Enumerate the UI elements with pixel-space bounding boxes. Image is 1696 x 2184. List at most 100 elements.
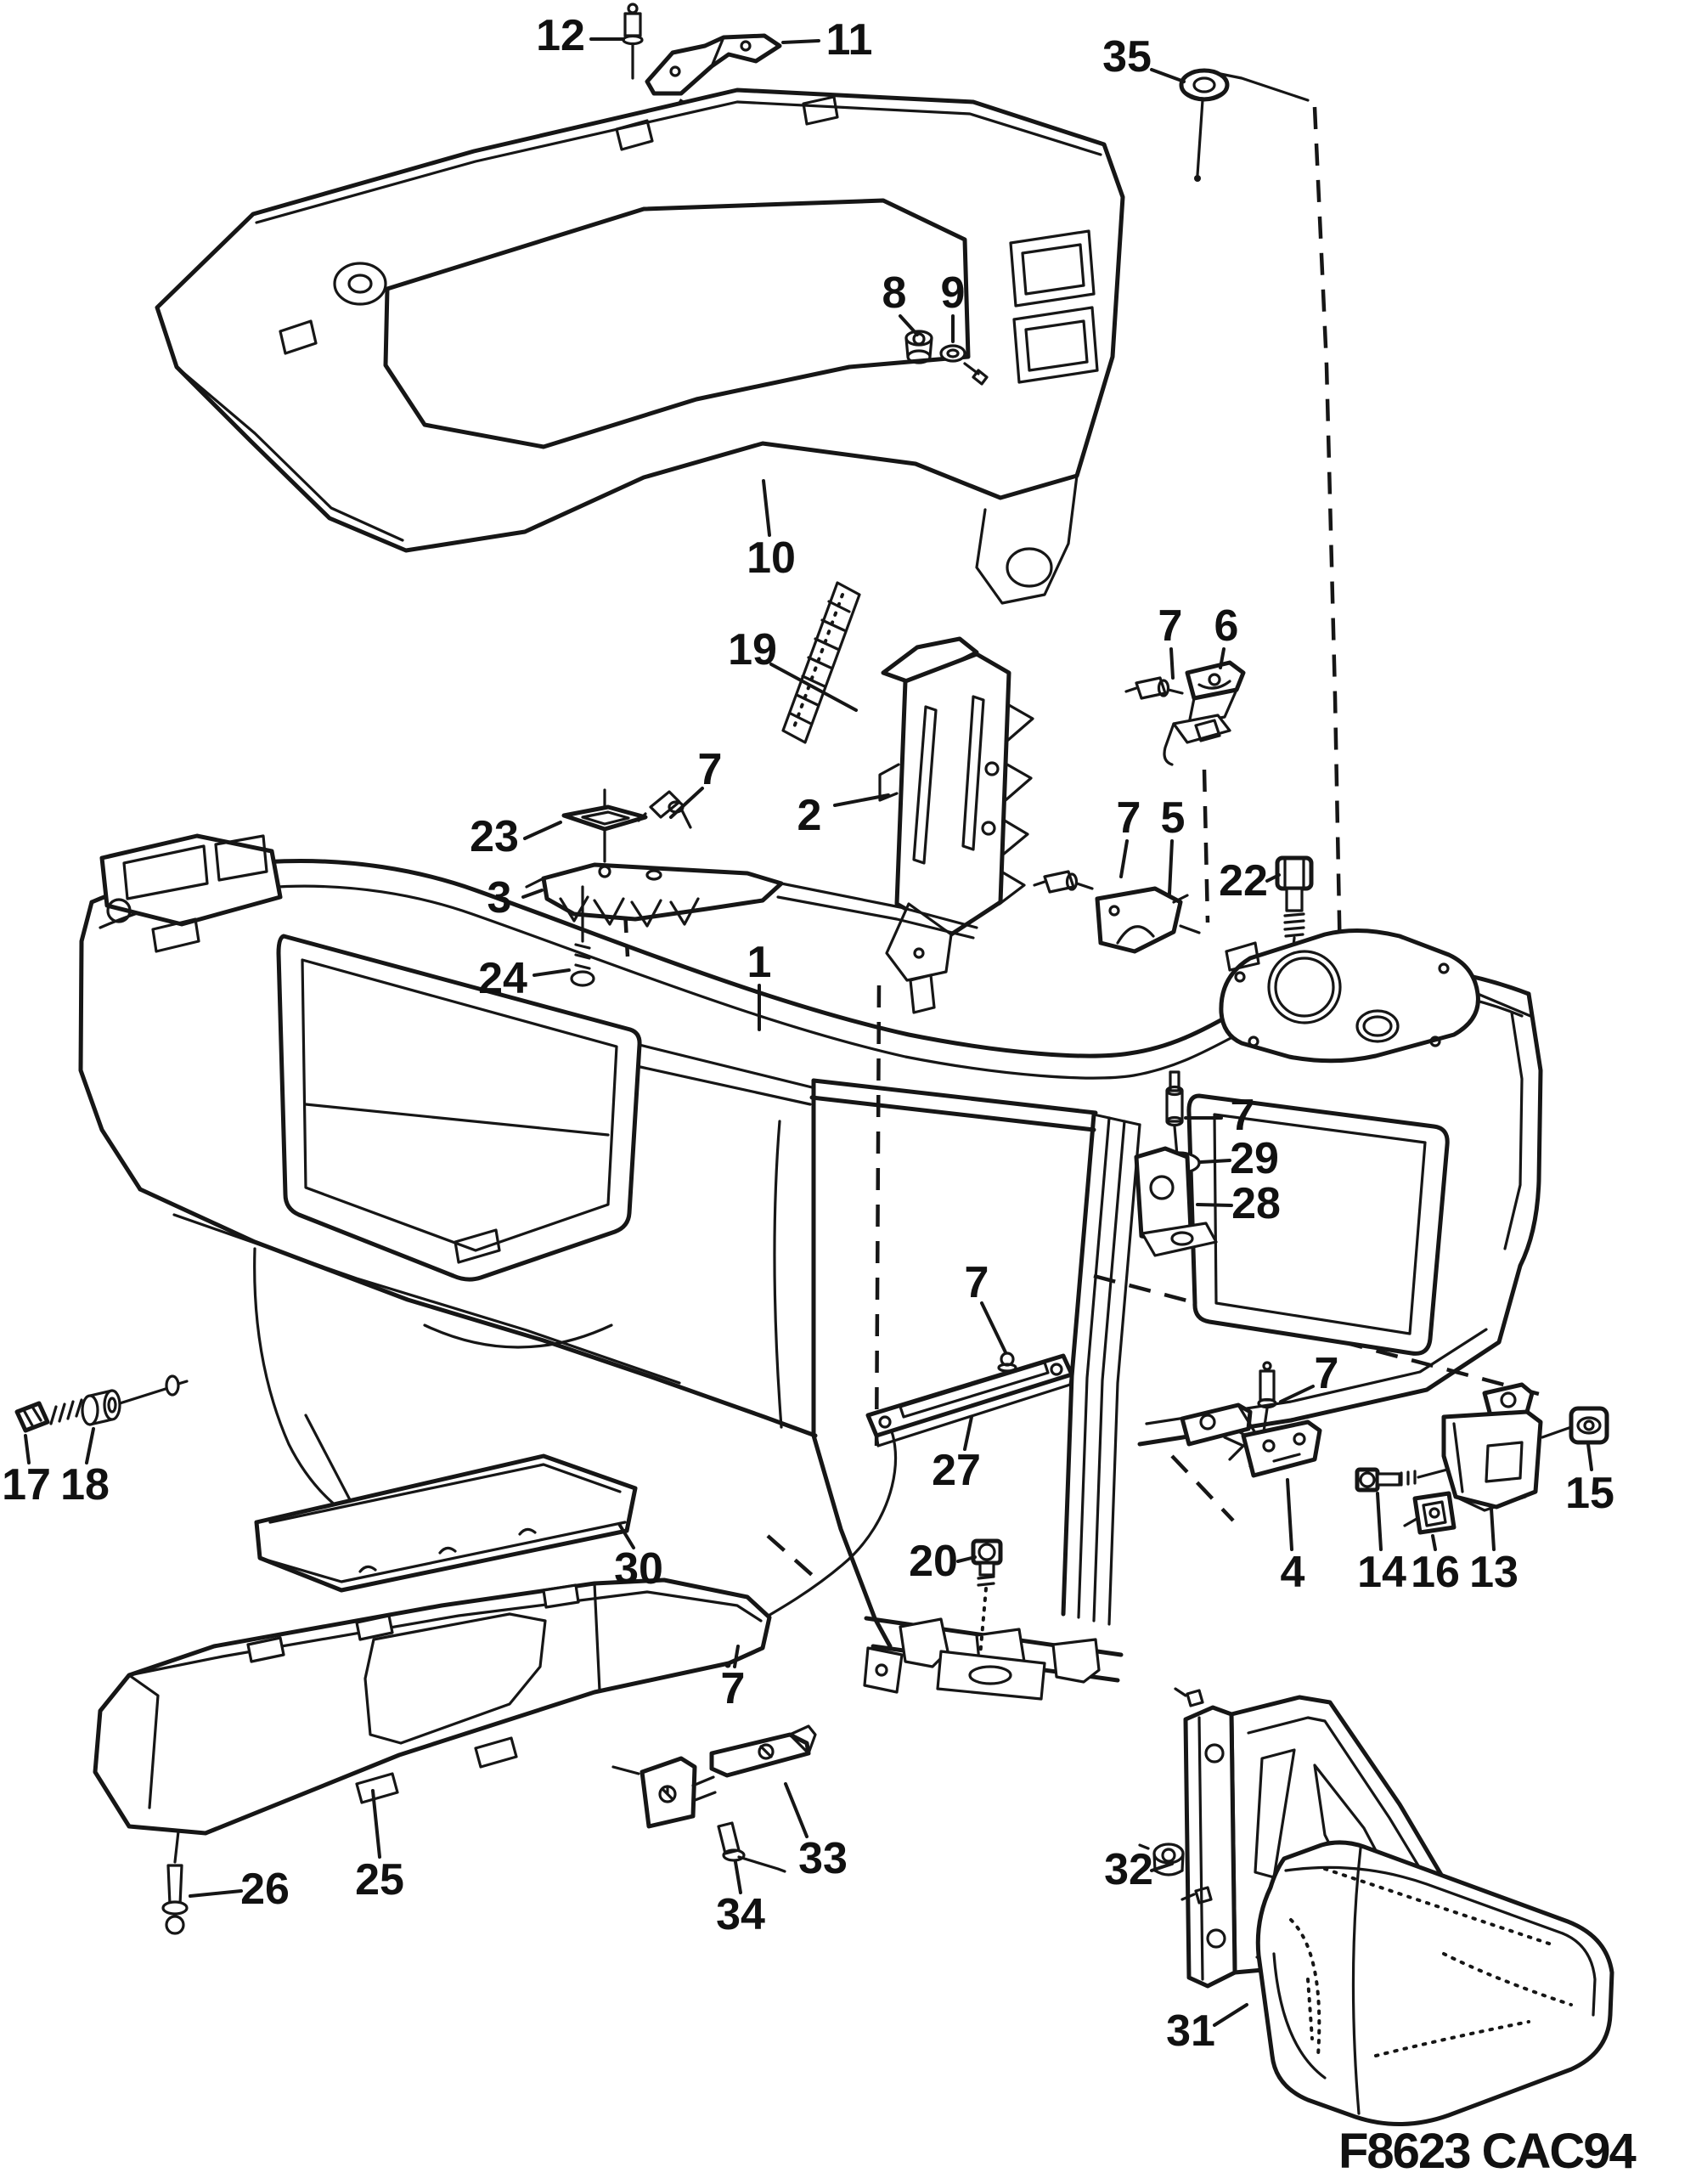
callout-leader-22-12 [1265,873,1281,883]
callout-leader-7-27 [733,1645,740,1668]
callout-leader-19-6 [769,663,858,712]
callout-leader-23-13 [523,821,562,840]
part-28-bracket [1134,1146,1218,1257]
callout-3-14: 3 [487,873,512,923]
callout-29-22: 29 [1230,1134,1279,1183]
callout-34-31: 34 [716,1890,765,1939]
callout-leader-7-16 [669,787,704,819]
callout-7-27: 7 [721,1664,746,1713]
callout-33-30: 33 [798,1834,848,1883]
callout-9-4: 9 [941,268,966,318]
callout-18-25: 18 [60,1460,110,1510]
callout-26-29: 26 [240,1865,290,1914]
callout-15-37: 15 [1565,1469,1614,1518]
callout-32-38: 32 [1104,1845,1153,1894]
part-19-sealing-strip [781,581,861,744]
callout-leader-3-14 [521,889,544,899]
callout-leader-13-36 [1490,1507,1496,1551]
part-5-bracket [1095,886,1201,954]
callout-17-24: 17 [2,1460,51,1510]
callout-leader-4-32 [1286,1478,1293,1551]
callout-leader-32-38 [1150,1862,1174,1872]
callout-22-12: 22 [1219,856,1268,906]
callout-leader-5-11 [1168,839,1174,895]
part-15-nut [1569,1406,1609,1445]
callout-leader-29-22 [1199,1159,1231,1164]
callout-leader-7-18 [980,1301,1007,1354]
callout-leader-30-26 [617,1522,635,1549]
part-35-grommet [1179,68,1230,182]
part-4-bracket [1180,1402,1322,1478]
callout-14-34: 14 [1357,1548,1406,1597]
part-24-screw [570,885,595,987]
part-16-clip-nut [1403,1491,1457,1535]
part-33-bracket [611,1724,817,1829]
callout-2-7: 2 [797,791,822,840]
part-13-bracket [1441,1382,1573,1512]
part-27-rail [865,1353,1074,1448]
callout-25-28: 25 [355,1855,404,1905]
callout-11-1: 11 [826,15,873,65]
callout-7-21: 7 [1231,1091,1255,1140]
callout-leader-26-29 [189,1889,243,1898]
callout-16-35: 16 [1411,1548,1460,1597]
callout-leader-17-24 [24,1434,31,1464]
callout-leader-11-1 [781,39,820,44]
part-1-dashboard [78,833,1543,1701]
part-6-bracket [1163,660,1246,766]
callout-leader-24-15 [532,968,571,977]
callout-19-6: 19 [728,625,777,674]
part-2-center-bracket [878,636,1034,1014]
callout-24-15: 24 [478,954,527,1003]
callout-leader-31-39 [1213,2003,1248,2027]
part-8-nut [904,330,933,364]
callout-leader-7-33 [1279,1385,1315,1403]
callout-4-32: 4 [1281,1548,1305,1597]
callout-leader-34-31 [734,1860,742,1894]
callout-7-10: 7 [1117,793,1141,843]
callout-13-36: 13 [1469,1548,1519,1597]
part-7-screw-1 [1124,676,1184,700]
callout-leader-6-9 [1219,647,1226,669]
part-10-upper-panel [155,87,1125,605]
part-14-bolt [1355,1467,1449,1493]
callout-28-23: 28 [1231,1179,1281,1228]
callout-leader-20-20 [956,1555,977,1563]
callout-23-13: 23 [470,812,519,861]
callout-leader-18-25 [85,1427,95,1464]
callout-leader-35-2 [1150,68,1186,83]
callout-10-5: 10 [747,533,796,583]
callout-leader-7-8 [1169,647,1175,680]
callout-leader-33-30 [784,1782,809,1838]
callout-7-18: 7 [965,1258,989,1307]
callout-8-3: 8 [882,268,907,318]
part-3-bracket [525,862,978,940]
part-30-plate [254,1453,638,1593]
part-7-screw-2 [1033,870,1094,894]
callout-1-17: 1 [747,938,772,987]
callout-leader-16-35 [1431,1534,1437,1551]
callout-27-19: 27 [932,1446,981,1495]
callout-leader-10-5 [762,479,771,537]
part-23-clip [561,788,648,863]
callout-7-33: 7 [1315,1349,1339,1398]
part-20-bolt [971,1538,1003,1658]
callout-30-26: 30 [614,1544,663,1594]
callout-31-39: 31 [1166,2006,1215,2056]
figure-code: F8623 CAC94 [1338,2124,1636,2179]
callout-leader-25-28 [371,1789,381,1859]
callout-20-20: 20 [909,1537,958,1586]
callout-leader-14-34 [1376,1492,1383,1551]
part-12-screw [622,3,644,80]
callout-12-0: 12 [536,11,585,60]
part-7-screw-3 [637,790,692,829]
callout-6-9: 6 [1214,601,1239,651]
callout-leader-8-3 [899,314,919,336]
callout-35-2: 35 [1102,32,1152,82]
callout-leader-7-10 [1119,839,1129,878]
part-11-bracket [645,33,782,96]
part-25-lower-panel [93,1577,772,1836]
